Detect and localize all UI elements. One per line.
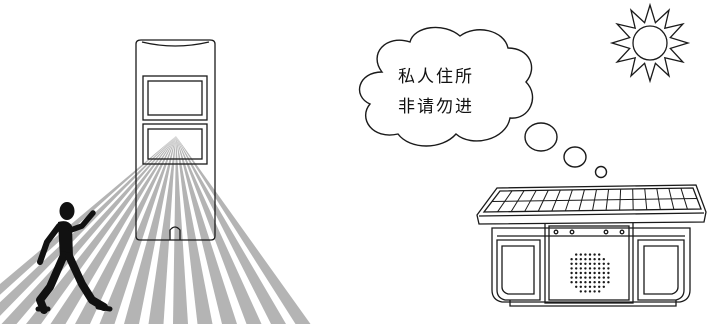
grille-hole: [570, 271, 573, 275]
walking-person-icon: [35, 202, 113, 314]
grille-hole: [588, 281, 592, 284]
grille-hole: [575, 253, 578, 256]
beam: [176, 136, 311, 324]
grille-hole: [593, 281, 596, 284]
beam: [176, 136, 237, 324]
grille-hole: [598, 258, 601, 261]
grille-hole: [579, 290, 582, 293]
grille-hole: [598, 253, 601, 256]
sun-icon: [609, 2, 691, 84]
grille-hole: [593, 258, 596, 261]
beam: [26, 136, 176, 324]
grille-hole: [602, 271, 605, 275]
grille-hole: [593, 267, 596, 270]
grille-hole: [607, 271, 610, 275]
grille-hole: [593, 271, 596, 275]
grille-hole: [575, 262, 578, 265]
grille-hole: [579, 267, 582, 270]
beam: [176, 136, 286, 324]
grille-hole: [602, 262, 605, 265]
grille-hole: [584, 253, 587, 256]
beam: [124, 136, 176, 324]
grille-hole: [607, 267, 610, 270]
speaker-grille-icon: [570, 253, 610, 293]
beam: [176, 136, 213, 324]
grille-hole: [607, 262, 610, 265]
grille-hole: [588, 276, 592, 279]
grille-hole: [584, 262, 587, 265]
grille-hole: [602, 281, 605, 284]
grille-hole: [593, 262, 596, 265]
grille-hole: [579, 281, 582, 284]
grille-hole: [602, 267, 605, 270]
grille-hole: [602, 285, 605, 288]
grille-hole: [588, 253, 592, 256]
grille-hole: [598, 276, 601, 279]
panel-row-line: [491, 198, 698, 202]
grille-hole: [598, 281, 601, 284]
grille-hole: [575, 258, 578, 261]
grille-hole: [584, 267, 587, 270]
grille-hole: [588, 267, 592, 270]
grille-hole: [579, 258, 582, 261]
grille-hole: [584, 258, 587, 261]
grille-hole: [607, 281, 610, 284]
grille-hole: [598, 271, 601, 275]
grille-hole: [575, 281, 578, 284]
grille-hole: [579, 271, 582, 275]
grille-hole: [570, 267, 573, 270]
grille-hole: [598, 290, 601, 293]
grille-hole: [602, 276, 605, 279]
solar-alarm-device-icon: [476, 184, 707, 307]
grille-hole: [584, 276, 587, 279]
grille-hole: [579, 253, 582, 256]
beam: [1, 136, 176, 324]
grille-hole: [598, 285, 601, 288]
grille-hole: [598, 262, 601, 265]
grille-hole: [584, 290, 587, 293]
grille-hole: [579, 276, 582, 279]
grille-hole: [575, 271, 578, 275]
bubble-text-line1: 私人住所: [398, 67, 474, 87]
grille-hole: [588, 258, 592, 261]
grille-hole: [575, 276, 578, 279]
grille-hole: [588, 262, 592, 265]
grille-hole: [602, 258, 605, 261]
bubble-text-line2: 非请勿进: [398, 97, 474, 117]
beam: [99, 136, 176, 324]
grille-hole: [570, 276, 573, 279]
beam: [176, 136, 262, 324]
grille-hole: [588, 290, 592, 293]
beam: [148, 136, 176, 324]
grille-hole: [575, 267, 578, 270]
grille-hole: [593, 285, 596, 288]
motion-sensor-icon: [135, 39, 216, 241]
grille-hole: [593, 276, 596, 279]
grille-hole: [570, 281, 573, 284]
speech-bubble: [358, 26, 608, 179]
beam: [0, 136, 176, 316]
grille-hole: [593, 253, 596, 256]
grille-hole: [593, 290, 596, 293]
grille-hole: [588, 285, 592, 288]
grille-hole: [579, 285, 582, 288]
beam: [75, 136, 176, 324]
grille-hole: [570, 258, 573, 261]
grille-hole: [579, 262, 582, 265]
grille-hole: [607, 276, 610, 279]
grille-hole: [588, 271, 592, 275]
grille-hole: [570, 262, 573, 265]
grille-hole: [584, 285, 587, 288]
grille-hole: [584, 281, 587, 284]
grille-hole: [584, 271, 587, 275]
grille-hole: [575, 285, 578, 288]
grille-hole: [598, 267, 601, 270]
